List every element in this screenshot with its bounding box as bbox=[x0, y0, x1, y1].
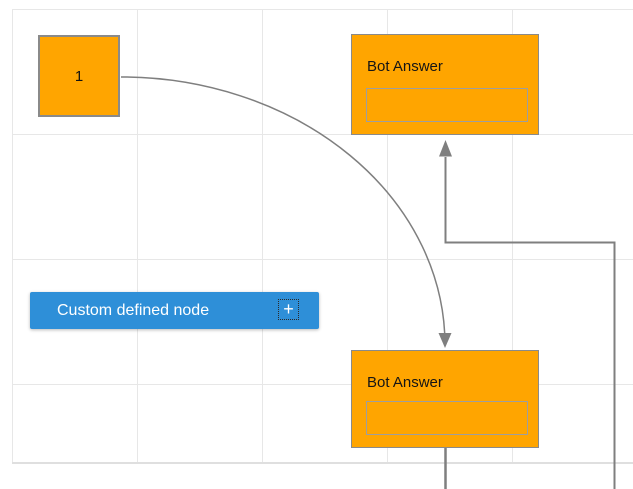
custom-defined-node-label: Custom defined node bbox=[57, 302, 210, 319]
bot-answer-input[interactable] bbox=[366, 88, 528, 122]
arrowhead-down-icon bbox=[438, 333, 452, 348]
connectors bbox=[120, 76, 616, 489]
start-node[interactable]: 1 bbox=[38, 35, 120, 117]
bot-answer-node-top[interactable]: Bot Answer bbox=[351, 34, 539, 135]
start-node-label: 1 bbox=[74, 67, 84, 85]
plus-icon: + bbox=[283, 298, 294, 319]
edge-orthogonal[interactable] bbox=[444, 157, 616, 489]
arrowhead-up-icon bbox=[439, 140, 452, 157]
edge-curved[interactable] bbox=[120, 76, 446, 346]
bot-answer-input[interactable] bbox=[366, 401, 528, 435]
bot-answer-title: Bot Answer bbox=[367, 58, 443, 75]
bot-answer-node-bottom[interactable]: Bot Answer bbox=[351, 350, 539, 448]
add-node-button[interactable]: + bbox=[278, 299, 299, 320]
custom-defined-node[interactable]: Custom defined node + bbox=[30, 292, 319, 329]
bot-answer-title: Bot Answer bbox=[367, 374, 443, 391]
